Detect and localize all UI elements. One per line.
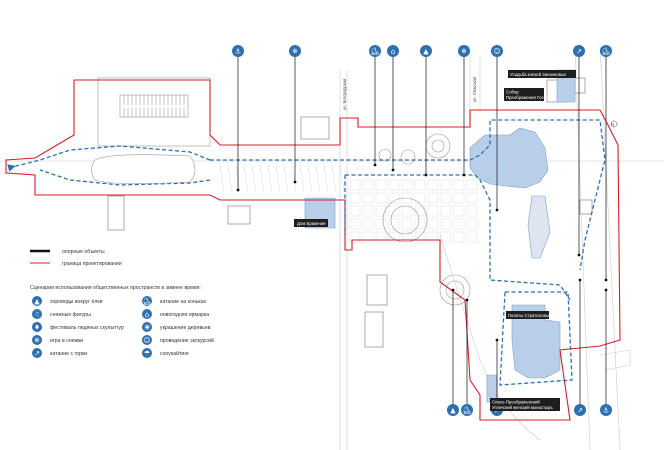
usadba-label: Усадьба князей Зинзиновых [508,70,576,78]
street-spasskaya-label: ул. Спасская [472,77,477,102]
svg-text:☺: ☺ [143,336,150,344]
svg-text:Преображения Господня: Преображения Господня [506,95,556,100]
legend-anchor-label: опорные объекты [62,249,105,255]
svg-text:Усадьба князей Зинзиновых: Усадьба князей Зинзиновых [510,72,567,77]
round-dance-icon: ▲ [447,404,459,416]
route-palaty-loop [499,291,573,386]
svg-text:♦: ♦ [34,323,40,331]
legend-item-label: проведение экскурсий [160,337,214,344]
svg-text:▲: ▲ [423,47,429,55]
svg-text:❄: ❄ [34,336,40,344]
person-icon: ⚓ [232,45,244,57]
sledding-icon: ↗ [32,348,42,358]
svg-text:Угличский женский монастырь: Угличский женский монастырь [492,405,554,410]
legend-left-column: ▲ хороводы вокруг ёлки ☃ снежные фигуры ♦ фес… [32,296,124,358]
person-icon: ⚓ [600,404,612,416]
legend-item-label: новогодняя ярмарка [160,312,209,318]
svg-text:↗: ↗ [576,47,582,55]
svg-text:☂: ☂ [144,349,150,357]
legend-scenario-title: Сценарии использования общественных прос… [30,285,201,291]
legend: опорные объекты граница проектирования С… [30,249,214,358]
snow-kiting-icon: ☂ [142,348,152,358]
cathedral-building [469,127,549,189]
sobor-label: Собор Преображения Господня [504,88,556,101]
palaty-label: Палаты Стратиловых [506,311,552,319]
svg-text:⛸: ⛸ [143,297,152,305]
new-year-fair-icon: ⌂ [142,309,152,319]
legend-item-label: сноукайтинг [160,350,189,357]
svg-text:▲: ▲ [450,406,456,414]
route-main [210,119,606,271]
legend-item-label: снежные фигуры [50,312,91,318]
route-lower [345,174,571,301]
north-marker: N [610,120,618,128]
legend-right-column: ⛸ катание на коньках ⌂ новогодняя ярмарка ❀ у… [142,296,214,358]
svg-text:☺: ☺ [493,47,500,55]
svg-text:❄: ❄ [292,47,298,55]
svg-text:↗: ↗ [577,406,583,414]
north-marker-glyph: N [611,122,614,127]
snowflake-icon: ❄ [289,45,301,57]
ice-sculpture-festival-icon: ♦ [32,322,42,332]
skating-icon: ⛸ [142,296,152,306]
legend-item-label: игра в снежки [50,338,83,344]
sledding-icon: ↗ [573,45,585,57]
legend-item-label: фестиваль ледяных скульптур [50,325,124,331]
svg-text:⚓: ⚓ [235,47,241,55]
parking-lot [97,77,211,147]
route-west-return [39,169,211,186]
svg-text:⌂: ⌂ [145,310,149,318]
skater-icon: ⛸ [369,45,381,57]
svg-text:Собор: Собор [506,90,519,95]
svg-text:⛸: ⛸ [602,47,611,55]
tree-icon: ▲ [420,45,432,57]
new-year-fair-icon: ⌂ [387,45,399,57]
icon-callouts: ⚓❄⛸⌂▲❄☺↗⛸▲⛸↗↗⚓ [232,45,612,416]
sledding-icon: ↗ [574,404,586,416]
monastery-label: Спасо-Преображенский Угличский женский м… [490,398,560,411]
west-park-strip [91,154,196,184]
dom-bracheniya-text: Дом Бракения [297,221,326,226]
skater-icon: ⛸ [600,45,612,57]
svg-text:⛸: ⛸ [463,406,472,414]
svg-text:▲: ▲ [34,297,40,305]
svg-text:Палаты Стратиловых: Палаты Стратиловых [508,313,552,318]
monastery-building [486,374,498,403]
street-bogorodskaya-label: ул. Богородская [342,79,347,110]
legend-item-label: хороводы вокруг ёлки [50,299,103,305]
legend-item-label: украшение деревьев [160,325,211,331]
plaza-paving-grid [219,164,478,243]
svg-text:☃: ☃ [34,309,40,318]
svg-text:⚓: ⚓ [603,406,609,414]
svg-text:⛸: ⛸ [371,47,380,55]
snowflake-icon: ❄ [32,335,42,345]
route-west [7,145,211,172]
pedestrian-routes [7,119,606,386]
dom-bracheniya-label: Дом Бракения [294,219,328,227]
tree-decoration-icon: ❀ [142,322,152,332]
legend-item-label: катание с горки [50,351,87,357]
legend-item-label: катание на коньках [160,299,207,305]
street-grid [0,44,664,450]
legend-boundary-label: граница проектирования [62,261,122,267]
bell-tower-building [527,195,551,259]
excursion-icon: ☺ [142,335,152,345]
skater-icon: ⛸ [461,404,473,416]
svg-text:❄: ❄ [461,47,467,55]
round-dance-icon: ▲ [32,296,42,306]
snowflake-icon: ❄ [458,45,470,57]
svg-text:⌂: ⌂ [391,47,395,55]
svg-text:❀: ❀ [144,323,150,331]
snow-figures-icon: ☃ [32,309,42,319]
svg-text:↗: ↗ [34,349,40,357]
figure-icon: ☺ [491,45,503,57]
svg-text:Спасо-Преображенский: Спасо-Преображенский [492,400,540,405]
project-boundary [5,79,621,421]
